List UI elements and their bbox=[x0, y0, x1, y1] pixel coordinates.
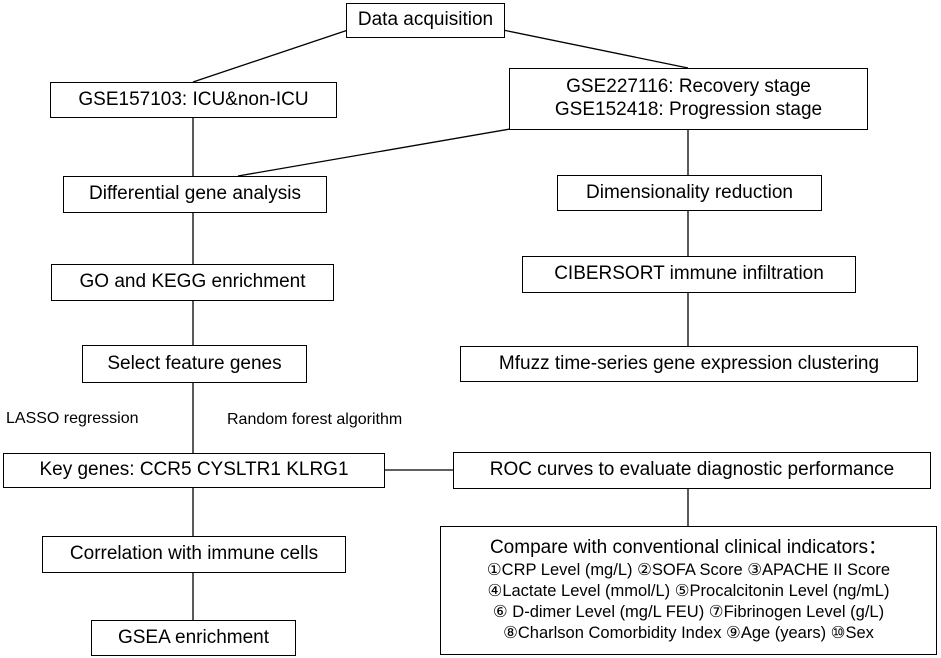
key-genes-box: Key genes: CCR5 CYSLTR1 KLRG1 bbox=[3, 453, 385, 488]
go-kegg-enrichment-label: GO and KEGG enrichment bbox=[79, 271, 306, 293]
mfuzz-box: Mfuzz time-series gene expression cluste… bbox=[460, 346, 918, 382]
connector-acq-to-gse157103 bbox=[192, 29, 349, 83]
roc-curves-box: ROC curves to evaluate diagnostic perfor… bbox=[453, 452, 931, 489]
dimensionality-reduction-box: Dimensionality reduction bbox=[557, 175, 822, 211]
clinical-indicators-line-4: ⑧Charlson Comorbidity Index ⑨Age (years)… bbox=[503, 624, 874, 643]
random-forest-label: Random forest algorithm bbox=[227, 411, 403, 428]
correlation-immune-cells-label: Correlation with immune cells bbox=[69, 543, 319, 565]
mfuzz-label: Mfuzz time-series gene expression cluste… bbox=[498, 352, 880, 374]
roc-curves-label: ROC curves to evaluate diagnostic perfor… bbox=[489, 459, 895, 481]
dimensionality-reduction-label: Dimensionality reduction bbox=[586, 181, 793, 203]
cibersort-box: CIBERSORT immune infiltration bbox=[522, 256, 856, 293]
gsea-enrichment-box: GSEA enrichment bbox=[91, 620, 296, 656]
gse152418-label: GSE152418: Progression stage bbox=[554, 99, 823, 120]
select-feature-genes-box: Select feature genes bbox=[82, 345, 307, 383]
gse157103-label: GSE157103: ICU&non-ICU bbox=[78, 88, 309, 110]
cibersort-label: CIBERSORT immune infiltration bbox=[554, 263, 824, 285]
clinical-indicators-title: Compare with conventional clinical indic… bbox=[489, 537, 888, 559]
select-feature-genes-label: Select feature genes bbox=[107, 352, 282, 374]
differential-gene-analysis-box: Differential gene analysis bbox=[63, 176, 327, 213]
correlation-immune-cells-box: Correlation with immune cells bbox=[42, 536, 346, 573]
gse-recovery-progression-box: GSE227116: Recovery stage GSE152418: Pro… bbox=[509, 68, 868, 130]
key-genes-label: Key genes: CCR5 CYSLTR1 KLRG1 bbox=[39, 459, 349, 481]
go-kegg-enrichment-box: GO and KEGG enrichment bbox=[51, 264, 334, 301]
gse157103-box: GSE157103: ICU&non-ICU bbox=[50, 82, 337, 118]
gsea-enrichment-label: GSEA enrichment bbox=[117, 626, 270, 648]
data-acquisition-box: Data acquisition bbox=[346, 3, 505, 38]
clinical-indicators-line-2: ④Lactate Level (mmol/L) ⑤Procalcitonin L… bbox=[487, 582, 890, 601]
clinical-indicators-box: Compare with conventional clinical indic… bbox=[440, 526, 937, 655]
connector-acq-to-gse227116 bbox=[502, 29, 689, 69]
connector-gse227116-to-differential bbox=[237, 128, 511, 177]
lasso-regression-label: LASSO regression bbox=[6, 410, 139, 427]
clinical-indicators-line-1: ①CRP Level (mg/L) ②SOFA Score ③APACHE II… bbox=[486, 561, 891, 580]
gse227116-label: GSE227116: Recovery stage bbox=[566, 76, 811, 98]
data-acquisition-label: Data acquisition bbox=[357, 9, 494, 31]
clinical-indicators-line-3: ⑥ D-dimer Level (mg/L FEU) ⑦Fibrinogen L… bbox=[492, 603, 885, 622]
differential-gene-analysis-label: Differential gene analysis bbox=[89, 183, 301, 205]
